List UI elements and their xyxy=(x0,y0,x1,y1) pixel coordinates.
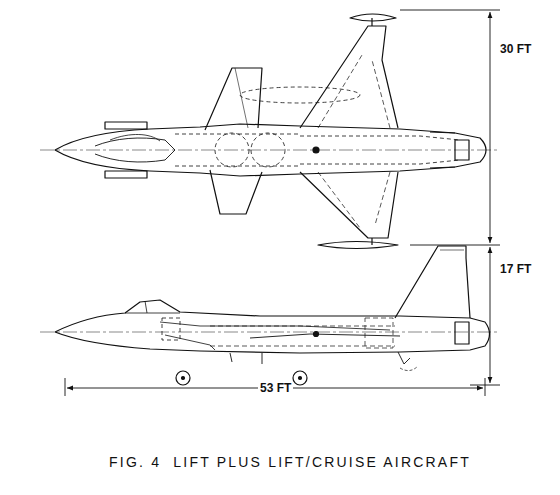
wingtip-missile xyxy=(350,14,396,21)
dimension-label: 17 FT xyxy=(498,262,533,276)
wingtip-missile xyxy=(318,242,398,249)
dimension-lines xyxy=(65,10,500,396)
figure-caption: FIG. 4 LIFT PLUS LIFT/CRUISE AIRCRAFT xyxy=(109,455,471,469)
top-view xyxy=(40,14,500,249)
vertical-fin xyxy=(395,246,470,318)
fuselage-planform xyxy=(55,124,486,176)
fuselage-profile xyxy=(55,300,490,353)
side-view xyxy=(40,246,500,385)
dimension-label: 53 FT xyxy=(258,381,293,395)
dimension-label: 30 FT xyxy=(498,42,533,56)
